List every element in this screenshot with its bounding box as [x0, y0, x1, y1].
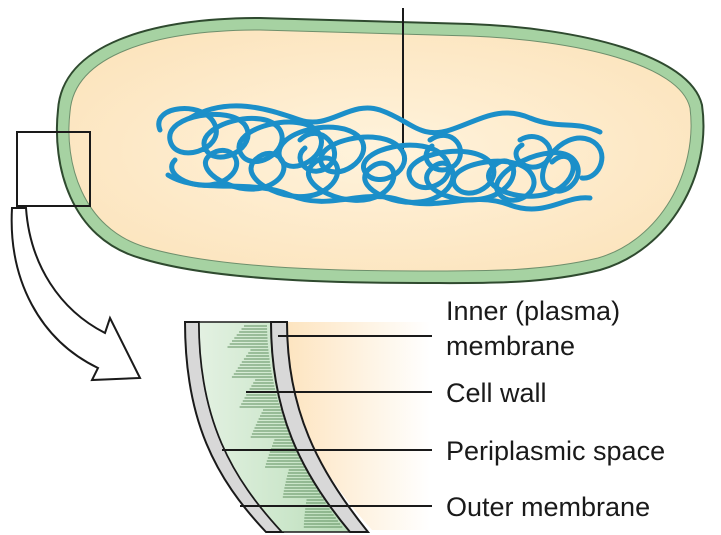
label-inner-membrane-line2: membrane	[446, 331, 575, 361]
label-periplasmic-space: Periplasmic space	[446, 436, 665, 466]
envelope-inset	[185, 322, 430, 532]
label-inner-membrane-line1: Inner (plasma)	[446, 296, 620, 326]
label-outer-membrane: Outer membrane	[446, 492, 650, 522]
label-cell-wall: Cell wall	[446, 378, 547, 408]
